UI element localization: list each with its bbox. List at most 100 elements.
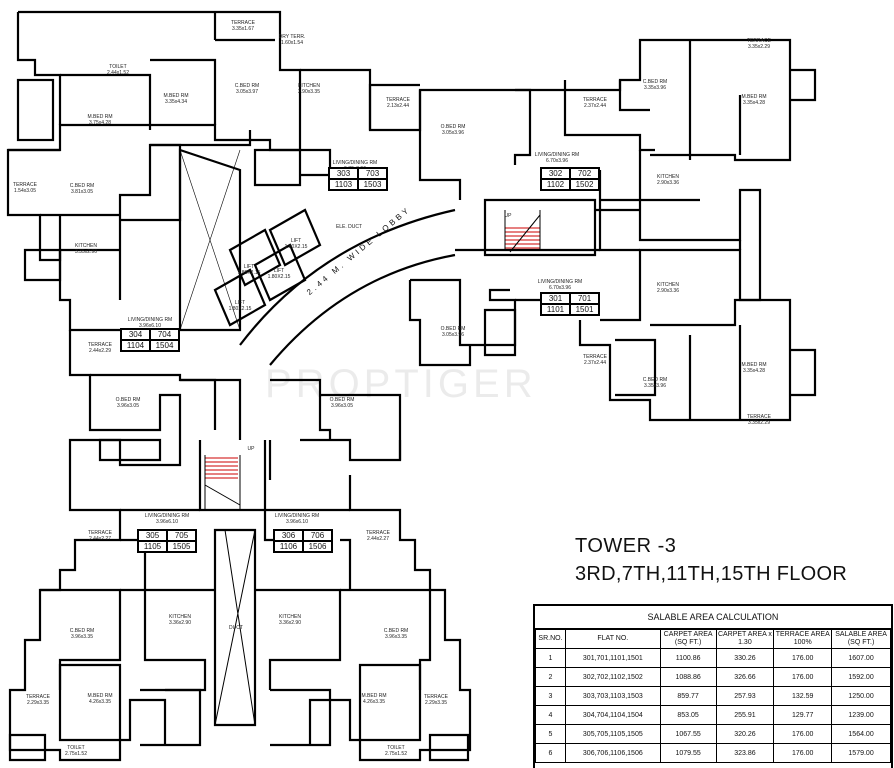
room-label: KITCHEN 3.35x2.90 xyxy=(75,243,97,255)
room-label: TERRACE 2.44x2.29 xyxy=(88,342,112,354)
room-label: O.BED RM 3.05x3.96 xyxy=(440,326,466,338)
salable-table: SR.NO. FLAT NO. CARPET AREA (SQ FT.) CAR… xyxy=(535,629,891,763)
table-cell: 1067.55 xyxy=(659,724,717,744)
table-cell: 3 xyxy=(535,686,566,706)
header-cell: TERRACE AREA 100% xyxy=(773,629,833,649)
table-cell: 1250.00 xyxy=(831,686,891,706)
room-label: M.BED RM 3.35x4.28 xyxy=(741,362,767,374)
table-cell: 2 xyxy=(535,667,566,687)
table-cell: 176.00 xyxy=(773,667,833,687)
table-cell: 1 xyxy=(535,648,566,668)
floor-title: 3RD,7TH,11TH,15TH FLOOR xyxy=(575,563,848,585)
room-label: TERRACE 2.37x2.44 xyxy=(583,97,607,109)
table-cell: 303,703,1103,1503 xyxy=(564,686,661,706)
room-label: M.BED RM 4.26x3.35 xyxy=(87,693,113,705)
room-label: TERRACE 2.29x3.35 xyxy=(424,694,448,706)
table-cell: 1088.86 xyxy=(659,667,717,687)
room-label: M.BED RM 3.75x4.28 xyxy=(87,114,113,126)
room-label: LIVING/DINING RM 3.96x6.10 xyxy=(274,513,320,525)
room-label: UP xyxy=(247,446,255,452)
salable-area-table: SALABLE AREA CALCULATION SR.NO. FLAT NO.… xyxy=(533,604,893,768)
table-cell: 255.91 xyxy=(715,705,775,725)
room-label: UP xyxy=(504,213,512,219)
room-label: C.BED RM 3.05x3.97 xyxy=(234,83,260,95)
room-label: TERRACE 3.35x2.29 xyxy=(747,414,771,426)
room-label: TOILET 2.44x1.52 xyxy=(107,64,129,76)
tower-title: TOWER -3 xyxy=(575,535,677,557)
table-cell: 5 xyxy=(535,724,566,744)
table-cell: 853.05 xyxy=(659,705,717,725)
header-cell: CARPET AREA x 1.30 xyxy=(715,629,775,649)
table-cell: 1239.00 xyxy=(831,705,891,725)
room-label: TOILET 2.75x1.52 xyxy=(385,745,407,757)
room-label: O.BED RM 3.96x3.05 xyxy=(115,397,141,409)
room-label: LIVING/DINING RM 3.96x6.10 xyxy=(127,317,173,329)
room-label: TERRACE 2.13x2.44 xyxy=(386,97,410,109)
room-label: C.BED RM 3.35x3.96 xyxy=(642,377,668,389)
room-label: LIVING/DINING RM 6.70x3.96 xyxy=(534,152,580,164)
table-cell: 301,701,1101,1501 xyxy=(564,648,661,668)
room-label: LIFT 1.80X2.15 xyxy=(228,300,252,312)
room-label: M.BED RM 4.26x3.35 xyxy=(361,693,387,705)
header-cell: SALABLE AREA (SQ FT.) xyxy=(831,629,891,649)
room-label: TERRACE 2.29x3.35 xyxy=(26,694,50,706)
room-label: TERRACE 2.37x2.44 xyxy=(583,354,607,366)
table-cell: 302,702,1102,1502 xyxy=(564,667,661,687)
table-cell: 320.26 xyxy=(715,724,775,744)
room-label: LIFT 1.80X2.15 xyxy=(284,238,308,250)
table-cell: 1079.55 xyxy=(659,743,717,763)
room-label: TERRACE 2.44x2.27 xyxy=(88,530,112,542)
table-cell: 6 xyxy=(535,743,566,763)
table-cell: 1579.00 xyxy=(831,743,891,763)
room-label: KITCHEN 2.90x3.36 xyxy=(657,282,679,294)
table-cell: 4 xyxy=(535,705,566,725)
table-cell: 304,704,1104,1504 xyxy=(564,705,661,725)
salable-table-title: SALABLE AREA CALCULATION xyxy=(535,606,891,629)
room-label: C.BED RM 3.35x3.96 xyxy=(642,79,668,91)
table-cell: 859.77 xyxy=(659,686,717,706)
room-label: O.BED RM 3.96x3.05 xyxy=(329,397,355,409)
table-cell: 306,706,1106,1506 xyxy=(564,743,661,763)
room-label: C.BED RM 3.81x3.05 xyxy=(69,183,95,195)
header-cell: FLAT NO. xyxy=(564,629,661,649)
header-cell: CARPET AREA (SQ FT.) xyxy=(659,629,717,649)
room-label: C.BED RM 3.96x3.35 xyxy=(383,628,409,640)
room-label: ELE. DUCT xyxy=(335,224,363,230)
table-cell: 176.00 xyxy=(773,648,833,668)
table-cell: 1100.86 xyxy=(659,648,717,668)
table-cell: 1592.00 xyxy=(831,667,891,687)
room-label: TOILET 2.75x1.52 xyxy=(65,745,87,757)
room-label: TERRACE 3.35x2.29 xyxy=(747,38,771,50)
room-label: M.BED RM 3.35x4.34 xyxy=(163,93,189,105)
table-cell: 305,705,1105,1505 xyxy=(564,724,661,744)
room-label: DUCT xyxy=(229,625,243,631)
watermark: PROPTIGER xyxy=(265,362,537,406)
table-cell: 132.59 xyxy=(773,686,833,706)
table-cell: 176.00 xyxy=(773,743,833,763)
room-label: TERRACE 2.44x2.27 xyxy=(366,530,390,542)
table-cell: 1564.00 xyxy=(831,724,891,744)
table-cell: 326.66 xyxy=(715,667,775,687)
room-label: LIFT 1.80X2.15 xyxy=(237,264,261,276)
room-label: C.BED RM 3.96x3.35 xyxy=(69,628,95,640)
room-label: DRY TERR. 1.60x1.54 xyxy=(278,34,306,46)
table-cell: 176.00 xyxy=(773,724,833,744)
table-cell: 257.93 xyxy=(715,686,775,706)
table-cell: 330.26 xyxy=(715,648,775,668)
room-label: LIVING/DINING RM 6.70x3.96 xyxy=(537,279,583,291)
table-cell: 323.86 xyxy=(715,743,775,763)
room-label: O.BED RM 3.05x3.96 xyxy=(440,124,466,136)
room-label: LIFT 1.80X2.15 xyxy=(267,268,291,280)
